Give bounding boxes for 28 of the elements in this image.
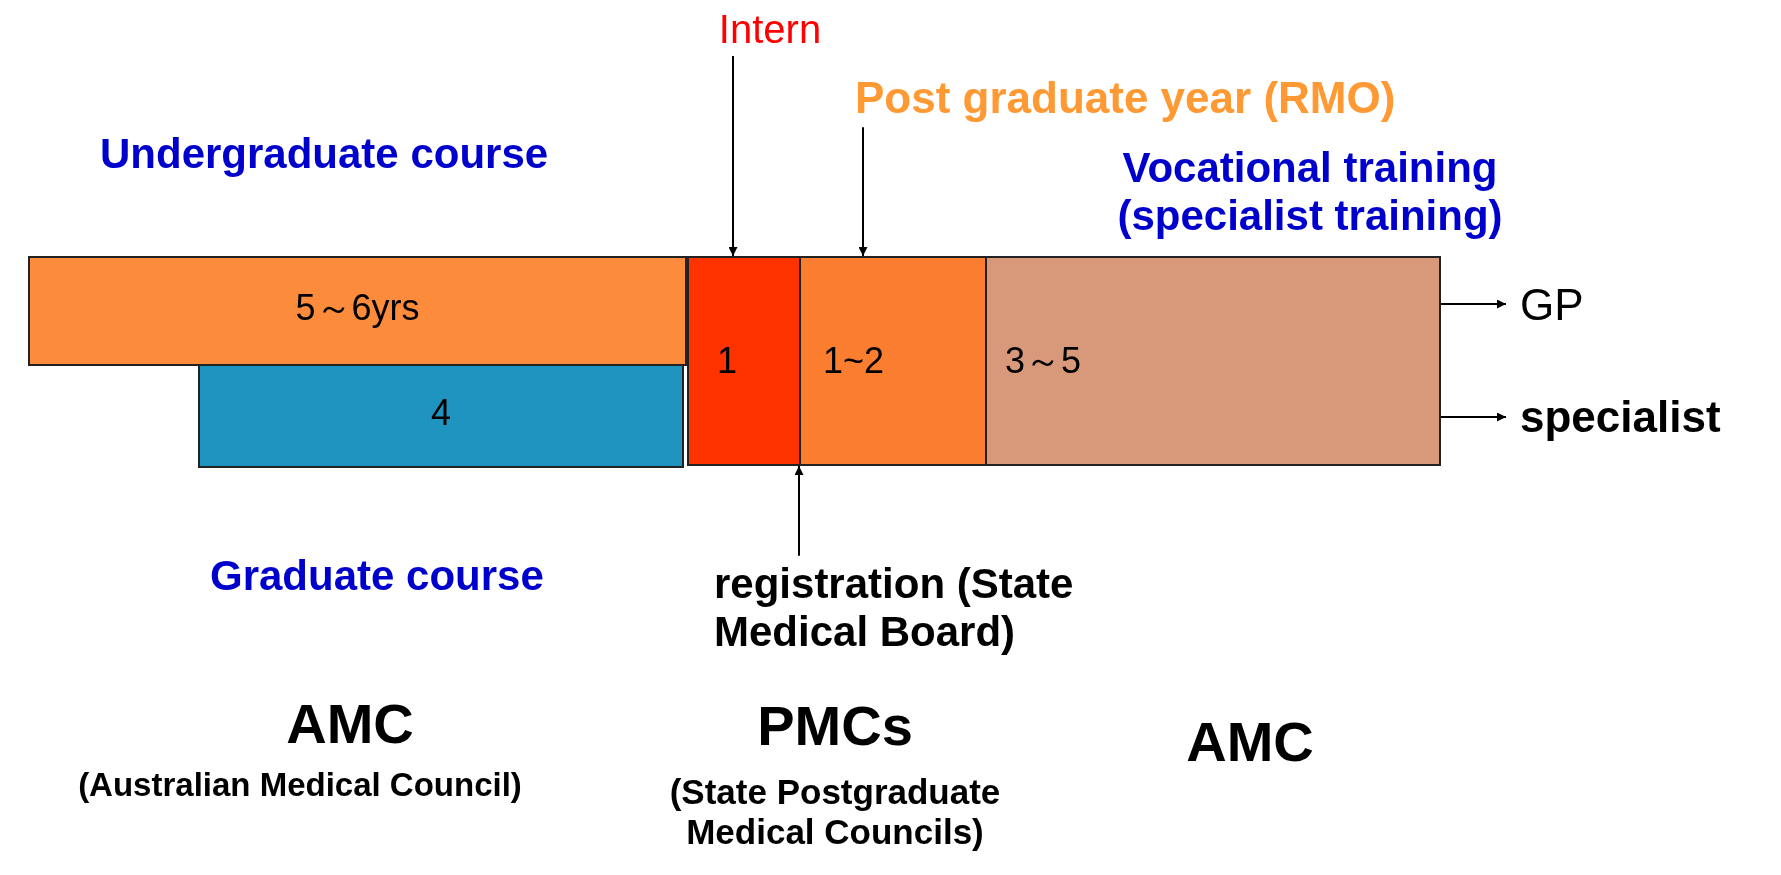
stage-label: Intern [718, 6, 822, 52]
stage-heading: Undergraduate course [100, 130, 550, 179]
stage-heading: Graduate course [210, 552, 545, 601]
arrow [728, 55, 738, 257]
arrow [1440, 299, 1507, 309]
timeline-bar [985, 256, 1441, 466]
organization-name: (Australian Medical Council) [77, 766, 523, 804]
duration-label: 1~2 [823, 340, 885, 382]
organization-name: (State Postgraduate Medical Councils) [668, 772, 1002, 853]
timeline-bar [198, 364, 684, 468]
duration-label: 3～5 [1005, 340, 1082, 382]
organization-label: PMCs [756, 694, 914, 759]
timeline-bar [28, 256, 687, 366]
timeline-bar [799, 256, 987, 466]
stage-label: registration (State Medical Board) [714, 559, 1075, 657]
stage-label: specialist [1520, 391, 1721, 443]
stage-heading: Vocational training (specialist training) [1116, 144, 1504, 241]
stage-label: Post graduate year (RMO) [855, 72, 1396, 124]
organization-label: AMC [285, 692, 415, 757]
arrow [858, 126, 868, 257]
duration-label: 4 [431, 392, 451, 434]
arrow [1440, 412, 1507, 422]
stage-label: GP [1520, 279, 1584, 331]
arrow [794, 465, 804, 557]
organization-label: AMC [1185, 710, 1315, 775]
timeline-bar [687, 256, 801, 466]
duration-label: 1 [717, 340, 738, 382]
duration-label: 5～6yrs [295, 287, 420, 329]
